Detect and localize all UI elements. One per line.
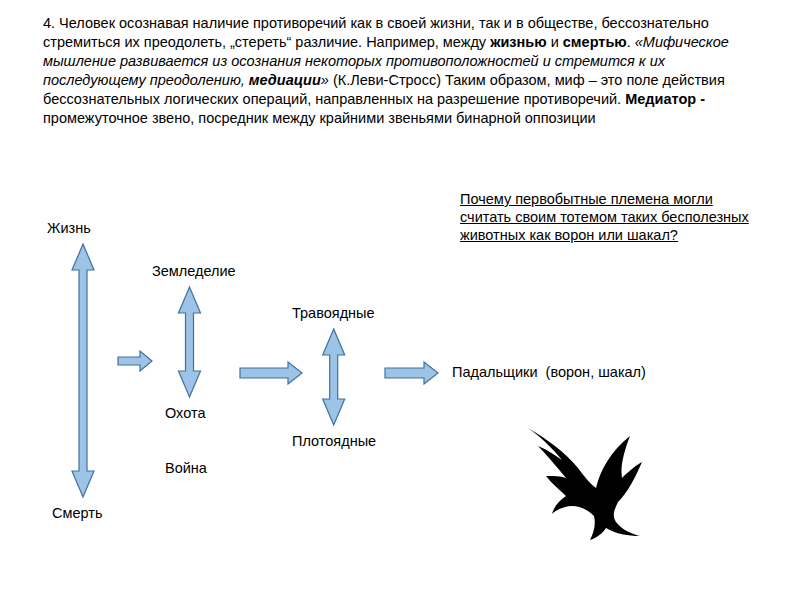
- flow-arrow: [118, 351, 152, 371]
- node-text: Жизнь: [47, 220, 91, 236]
- paragraph: 4. Человек осознавая наличие противоречи…: [43, 14, 763, 128]
- label-text: Почему первобытные племена могли считать…: [460, 191, 749, 243]
- double-arrow: [179, 287, 201, 397]
- term-node: Травоядные: [290, 303, 377, 323]
- term-node: Падальщики (ворон, шакал): [450, 362, 648, 382]
- term-node: Земледелие: [150, 261, 238, 281]
- node-text: Плотоядные: [292, 433, 376, 449]
- term-node: Жизнь: [45, 218, 93, 238]
- question-note: Почему первобытные племена могли считать…: [460, 190, 752, 244]
- paragraph-text: »: [321, 72, 329, 88]
- node-text: Смерть: [52, 505, 102, 521]
- paragraph-text: Медиатор -: [625, 91, 705, 107]
- term-node: Охота: [163, 403, 208, 423]
- node-text: Земледелие: [152, 263, 236, 279]
- paragraph-text: жизнью: [490, 34, 546, 50]
- node-label: Война: [165, 459, 207, 477]
- paragraph-text: медиации: [249, 72, 321, 88]
- double-arrow: [72, 244, 94, 497]
- term-node: Смерть: [50, 503, 104, 523]
- paragraph-text: промежуточное звено, посредник между кра…: [43, 110, 596, 126]
- flow-arrows: [118, 351, 438, 384]
- double-arrow: [323, 329, 345, 425]
- raven-silhouette: [528, 428, 642, 540]
- term-node: Плотоядные: [290, 431, 378, 451]
- flow-arrow: [385, 362, 438, 384]
- node-text: Травоядные: [292, 305, 375, 321]
- paragraph-text: смертью: [563, 34, 627, 50]
- label-text: Война: [165, 460, 207, 476]
- node-text: Охота: [165, 405, 206, 421]
- flow-arrow: [240, 362, 302, 384]
- node-text: Падальщики (ворон, шакал): [452, 364, 646, 380]
- paragraph-text: .: [627, 34, 631, 50]
- paragraph-text: и: [551, 34, 559, 50]
